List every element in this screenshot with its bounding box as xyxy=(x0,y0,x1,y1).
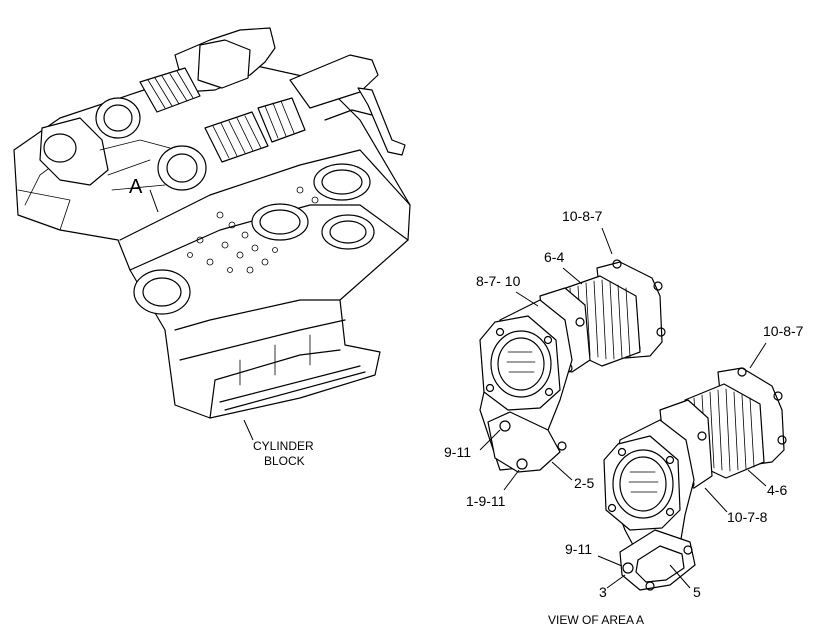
cylinder-block-label-line2: BLOCK xyxy=(264,454,305,468)
cylinder-block-label-line1: CYLINDER xyxy=(253,439,314,453)
callout-upper-top-flange: 10-8-7 xyxy=(562,208,603,224)
flange-ring xyxy=(157,145,207,191)
callout-upper-bolts: 9-11 xyxy=(444,444,471,460)
area-marker-label: A xyxy=(129,176,143,198)
support-bracket xyxy=(357,87,406,156)
lower-elbow-assembly: 10-8-7 4-6 10-7-8 9-11 3 5 xyxy=(565,323,804,600)
callout-lower-base: 3 xyxy=(599,584,607,600)
cylinder-bore xyxy=(321,214,375,250)
view-caption: VIEW OF AREA A xyxy=(548,613,644,627)
callout-lower-clamp: 10-7-8 xyxy=(727,509,768,525)
callout-lower-bellows: 4-6 xyxy=(767,482,787,498)
callout-upper-bellows: 6-4 xyxy=(544,249,564,265)
callout-upper-bolts-lower: 1-9-11 xyxy=(466,493,506,509)
callout-lower-top-flange: 10-8-7 xyxy=(763,323,804,339)
callout-lower-gasket: 5 xyxy=(693,584,701,600)
cylinder-bore xyxy=(133,269,191,315)
callout-upper-elbow-body: 2-5 xyxy=(574,475,594,491)
upper-elbow-assembly: 10-8-7 6-4 8-7- 10 9-11 1-9-11 2-5 xyxy=(444,208,666,509)
callout-upper-elbow-flange: 8-7- 10 xyxy=(476,273,521,289)
callout-lower-bolts: 9-11 xyxy=(565,541,592,557)
elbow-mount-foot xyxy=(487,411,561,473)
gasket xyxy=(635,545,685,583)
bellows-rear xyxy=(139,67,201,113)
engine-block-illustration: A CYLINDER BLOCK xyxy=(13,27,411,468)
exhaust-manifold xyxy=(39,27,406,191)
